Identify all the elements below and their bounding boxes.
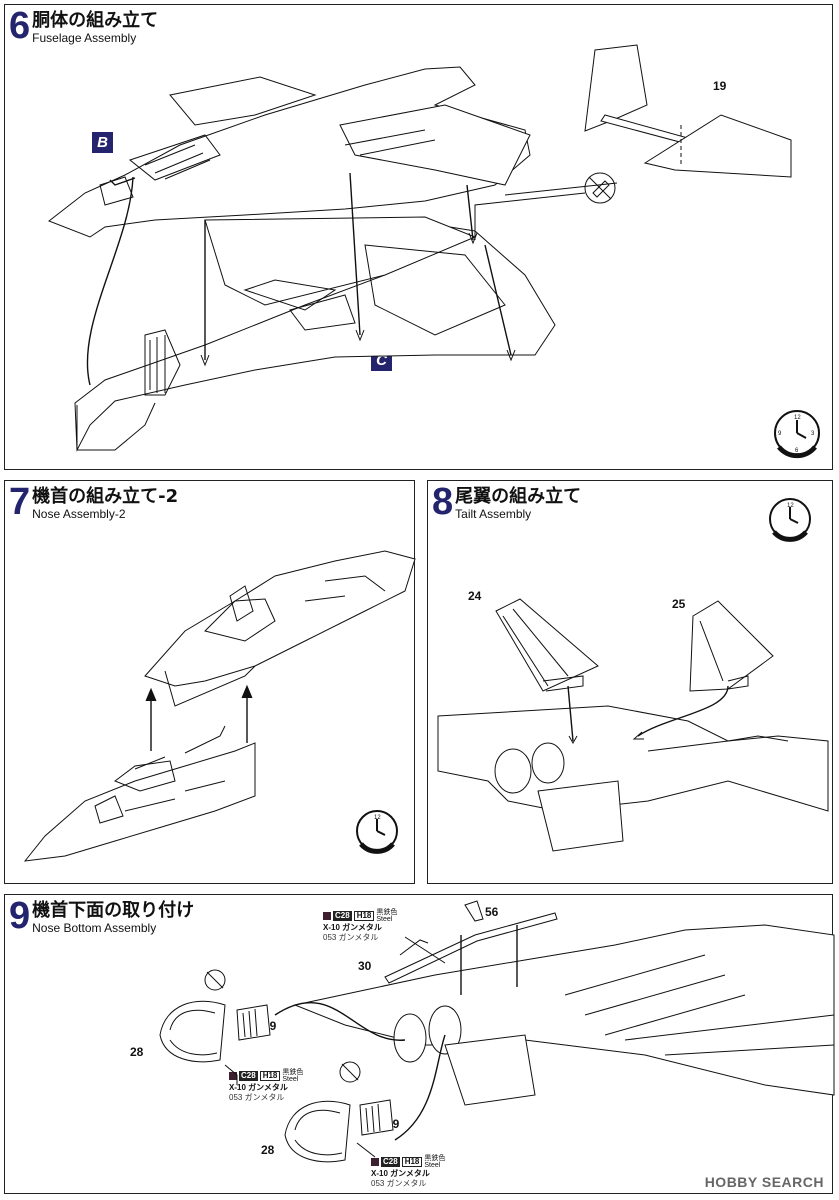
step-title-jp: 機首の組み立て-2	[32, 486, 179, 507]
svg-text:12: 12	[374, 815, 381, 821]
paint-sub-code: 053 ガンメタル	[323, 933, 379, 942]
paint-swatch	[371, 1158, 379, 1166]
part-24-label: 24	[468, 589, 482, 603]
step-6-panel: 6 胴体の組み立て Fuselage Assembly B C 19	[4, 4, 833, 470]
paint-code-h: H18	[259, 1071, 281, 1081]
step-9-panel: 9 機首下面の取り付け Nose Bottom Assembly C28 H18…	[4, 894, 835, 1194]
subassembly-b-tag: B	[92, 132, 113, 153]
paint-code-h: H18	[353, 911, 375, 921]
step-title-en: Tailt Assembly	[455, 507, 532, 521]
nose-assembly-drawing: 12	[23, 550, 416, 862]
step-7-panel: 7 機首の組み立て-2 Nose Assembly-2 12	[4, 480, 416, 884]
svg-text:3: 3	[811, 431, 815, 437]
svg-text:9: 9	[778, 431, 782, 437]
svg-text:12: 12	[794, 415, 801, 421]
paint-swatch	[229, 1072, 237, 1080]
paint-name-en: Steel	[376, 916, 393, 923]
paint-code-h: H18	[401, 1157, 423, 1167]
step-title-jp: 機首下面の取り付け	[32, 900, 195, 921]
paint-sub-code: 053 ガンメタル	[229, 1093, 285, 1102]
step-title-en: Fuselage Assembly	[32, 31, 137, 45]
step-9-heading: 9 機首下面の取り付け Nose Bottom Assembly	[9, 895, 195, 937]
paint-x-code: X-10 ガンメタル	[229, 1083, 288, 1092]
step-title-en: Nose Bottom Assembly	[32, 921, 157, 935]
step-title-jp: 胴体の組み立て	[32, 10, 159, 31]
part-28-label: 28	[130, 1045, 144, 1059]
nose-bottom-assembly-drawing	[159, 900, 835, 1163]
paint-x-code: X-10 ガンメタル	[371, 1169, 430, 1178]
paint-code-c: C28	[239, 1071, 258, 1081]
svg-text:6: 6	[795, 448, 799, 454]
part-25-label: 25	[672, 597, 686, 611]
part-30-label: 30	[358, 959, 372, 973]
tail-assembly-drawing: 12	[437, 498, 829, 852]
paint-code-c: C28	[333, 911, 352, 921]
step-8-heading: 8 尾翼の組み立て Tailt Assembly	[432, 481, 582, 523]
part-56-label: 56	[485, 905, 499, 919]
paint-swatch	[323, 912, 331, 920]
watermark: HOBBY SEARCH	[704, 1174, 824, 1190]
step-8-panel: 8 尾翼の組み立て Tailt Assembly 24 25 12	[427, 480, 833, 884]
paint-x-code: X-10 ガンメタル	[323, 923, 382, 932]
paint-name-jp: 黒鉄色	[376, 909, 398, 916]
step-7-heading: 7 機首の組み立て-2 Nose Assembly-2	[9, 481, 179, 523]
step-title-jp: 尾翼の組み立て	[455, 486, 582, 507]
paint-sub-code: 053 ガンメタル	[371, 1179, 427, 1188]
fuselage-assembly-drawing: 12 3 6 9	[47, 44, 820, 459]
svg-text:12: 12	[787, 503, 794, 509]
step-number: 9	[9, 895, 30, 937]
step-number: 8	[432, 481, 453, 523]
paint-name-jp: 黒鉄色	[282, 1069, 304, 1076]
paint-name-en: Steel	[424, 1162, 441, 1169]
step-number: 6	[9, 5, 30, 47]
step-title-en: Nose Assembly-2	[32, 507, 126, 521]
step-6-heading: 6 胴体の組み立て Fuselage Assembly	[9, 5, 159, 47]
paint-code-c: C28	[381, 1157, 400, 1167]
step-number: 7	[9, 481, 30, 523]
part-28-label: 28	[261, 1143, 275, 1157]
part-19-label: 19	[713, 79, 727, 93]
paint-name-en: Steel	[282, 1076, 299, 1083]
paint-name-jp: 黒鉄色	[424, 1155, 446, 1162]
